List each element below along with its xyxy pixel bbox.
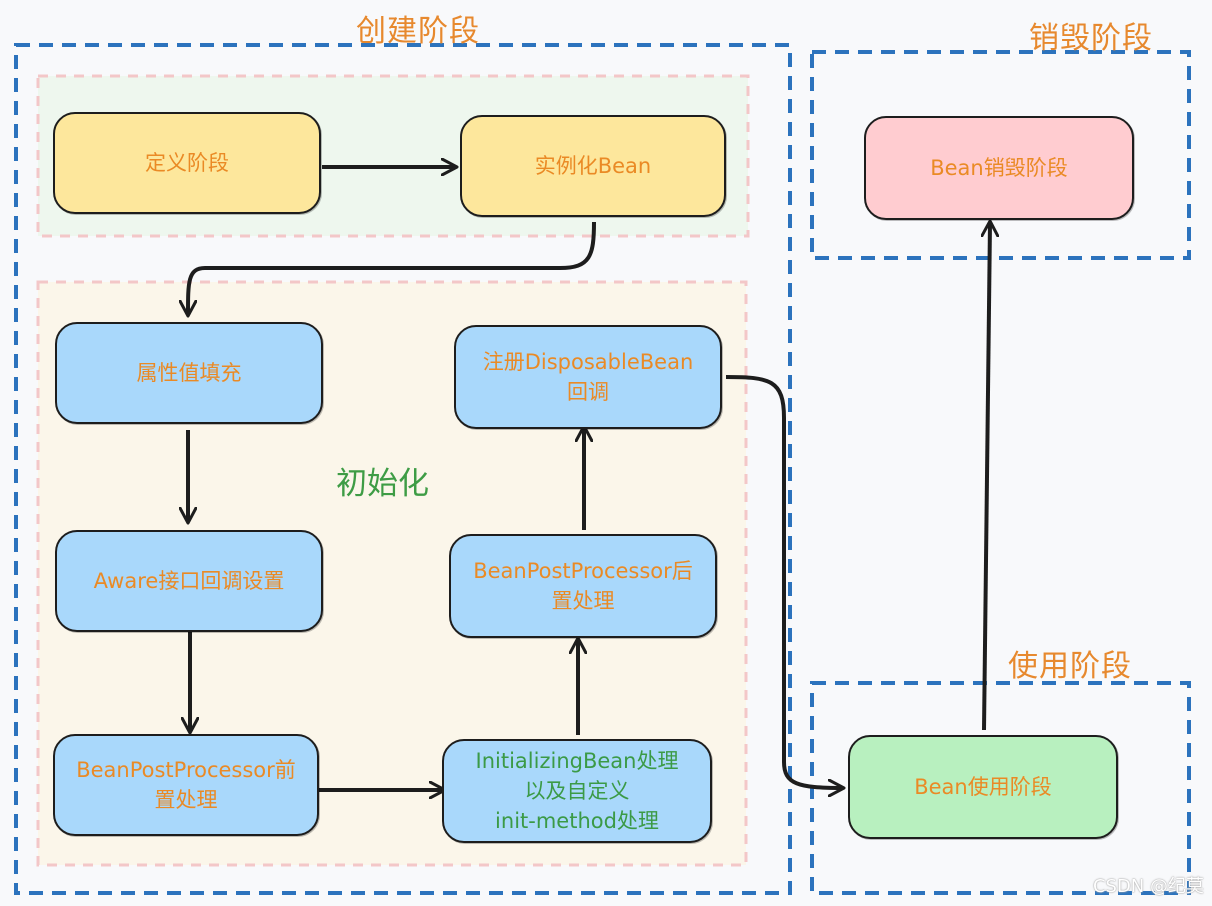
bean-use-node: Bean使用阶段 [848,735,1118,839]
bean-post-processor-after-line-1: BeanPostProcessor后 [473,559,693,583]
creation-stage-title: 创建阶段 [356,14,480,49]
initializing-bean-line-1: InitializingBean处理 [475,749,679,773]
register-disposable-bean-line-1: 注册DisposableBean [482,350,694,374]
destruction-stage-title: 销毁阶段 [1029,21,1153,56]
instantiate-bean-node: 实例化Bean [460,115,726,217]
property-fill-label: 属性值填充 [136,361,242,385]
initializing-bean-text: InitializingBean处理 以及自定义 init-method处理 [476,746,679,836]
bean-post-processor-before-line-1: BeanPostProcessor前 [76,758,296,782]
arrow-register-disposable-to-bean-use [725,375,842,788]
bean-post-processor-before-line-2: 置处理 [154,788,218,812]
aware-callback-node: Aware接口回调设置 [55,530,323,632]
register-disposable-bean-line-2: 回调 [567,380,609,404]
aware-callback-label: Aware接口回调设置 [93,569,285,593]
arrow-bean-use-to-bean-destroy [984,223,990,731]
bean-use-label: Bean使用阶段 [914,775,1052,799]
initializing-bean-line-2: 以及自定义 [524,779,630,803]
bean-post-processor-before-node: BeanPostProcessor前 置处理 [53,734,319,836]
usage-stage-title: 使用阶段 [1008,649,1132,684]
property-fill-node: 属性值填充 [55,322,323,424]
arrow-instantiate-to-property-fill [188,221,596,314]
initialization-title: 初始化 [336,466,429,502]
bean-post-processor-before-text: BeanPostProcessor前 置处理 [76,755,296,815]
initializing-bean-node: InitializingBean处理 以及自定义 init-method处理 [442,739,712,843]
bean-destroy-node: Bean销毁阶段 [864,116,1134,220]
creation-stage-frame [14,43,792,895]
register-disposable-bean-node: 注册DisposableBean 回调 [454,325,722,429]
initializing-bean-line-3: init-method处理 [495,809,659,833]
bean-post-processor-after-text: BeanPostProcessor后 置处理 [473,556,693,616]
bean-destroy-label: Bean销毁阶段 [930,156,1068,180]
definition-stage-node: 定义阶段 [53,112,321,214]
register-disposable-bean-text: 注册DisposableBean 回调 [483,347,694,407]
definition-stage-label: 定义阶段 [145,151,229,175]
destruction-stage-frame [810,50,1191,260]
instantiate-bean-label: 实例化Bean [534,154,652,178]
bean-post-processor-after-line-2: 置处理 [551,589,615,613]
csdn-watermark: CSDN @纪莫 [1092,876,1204,897]
bean-post-processor-after-node: BeanPostProcessor后 置处理 [449,534,717,638]
